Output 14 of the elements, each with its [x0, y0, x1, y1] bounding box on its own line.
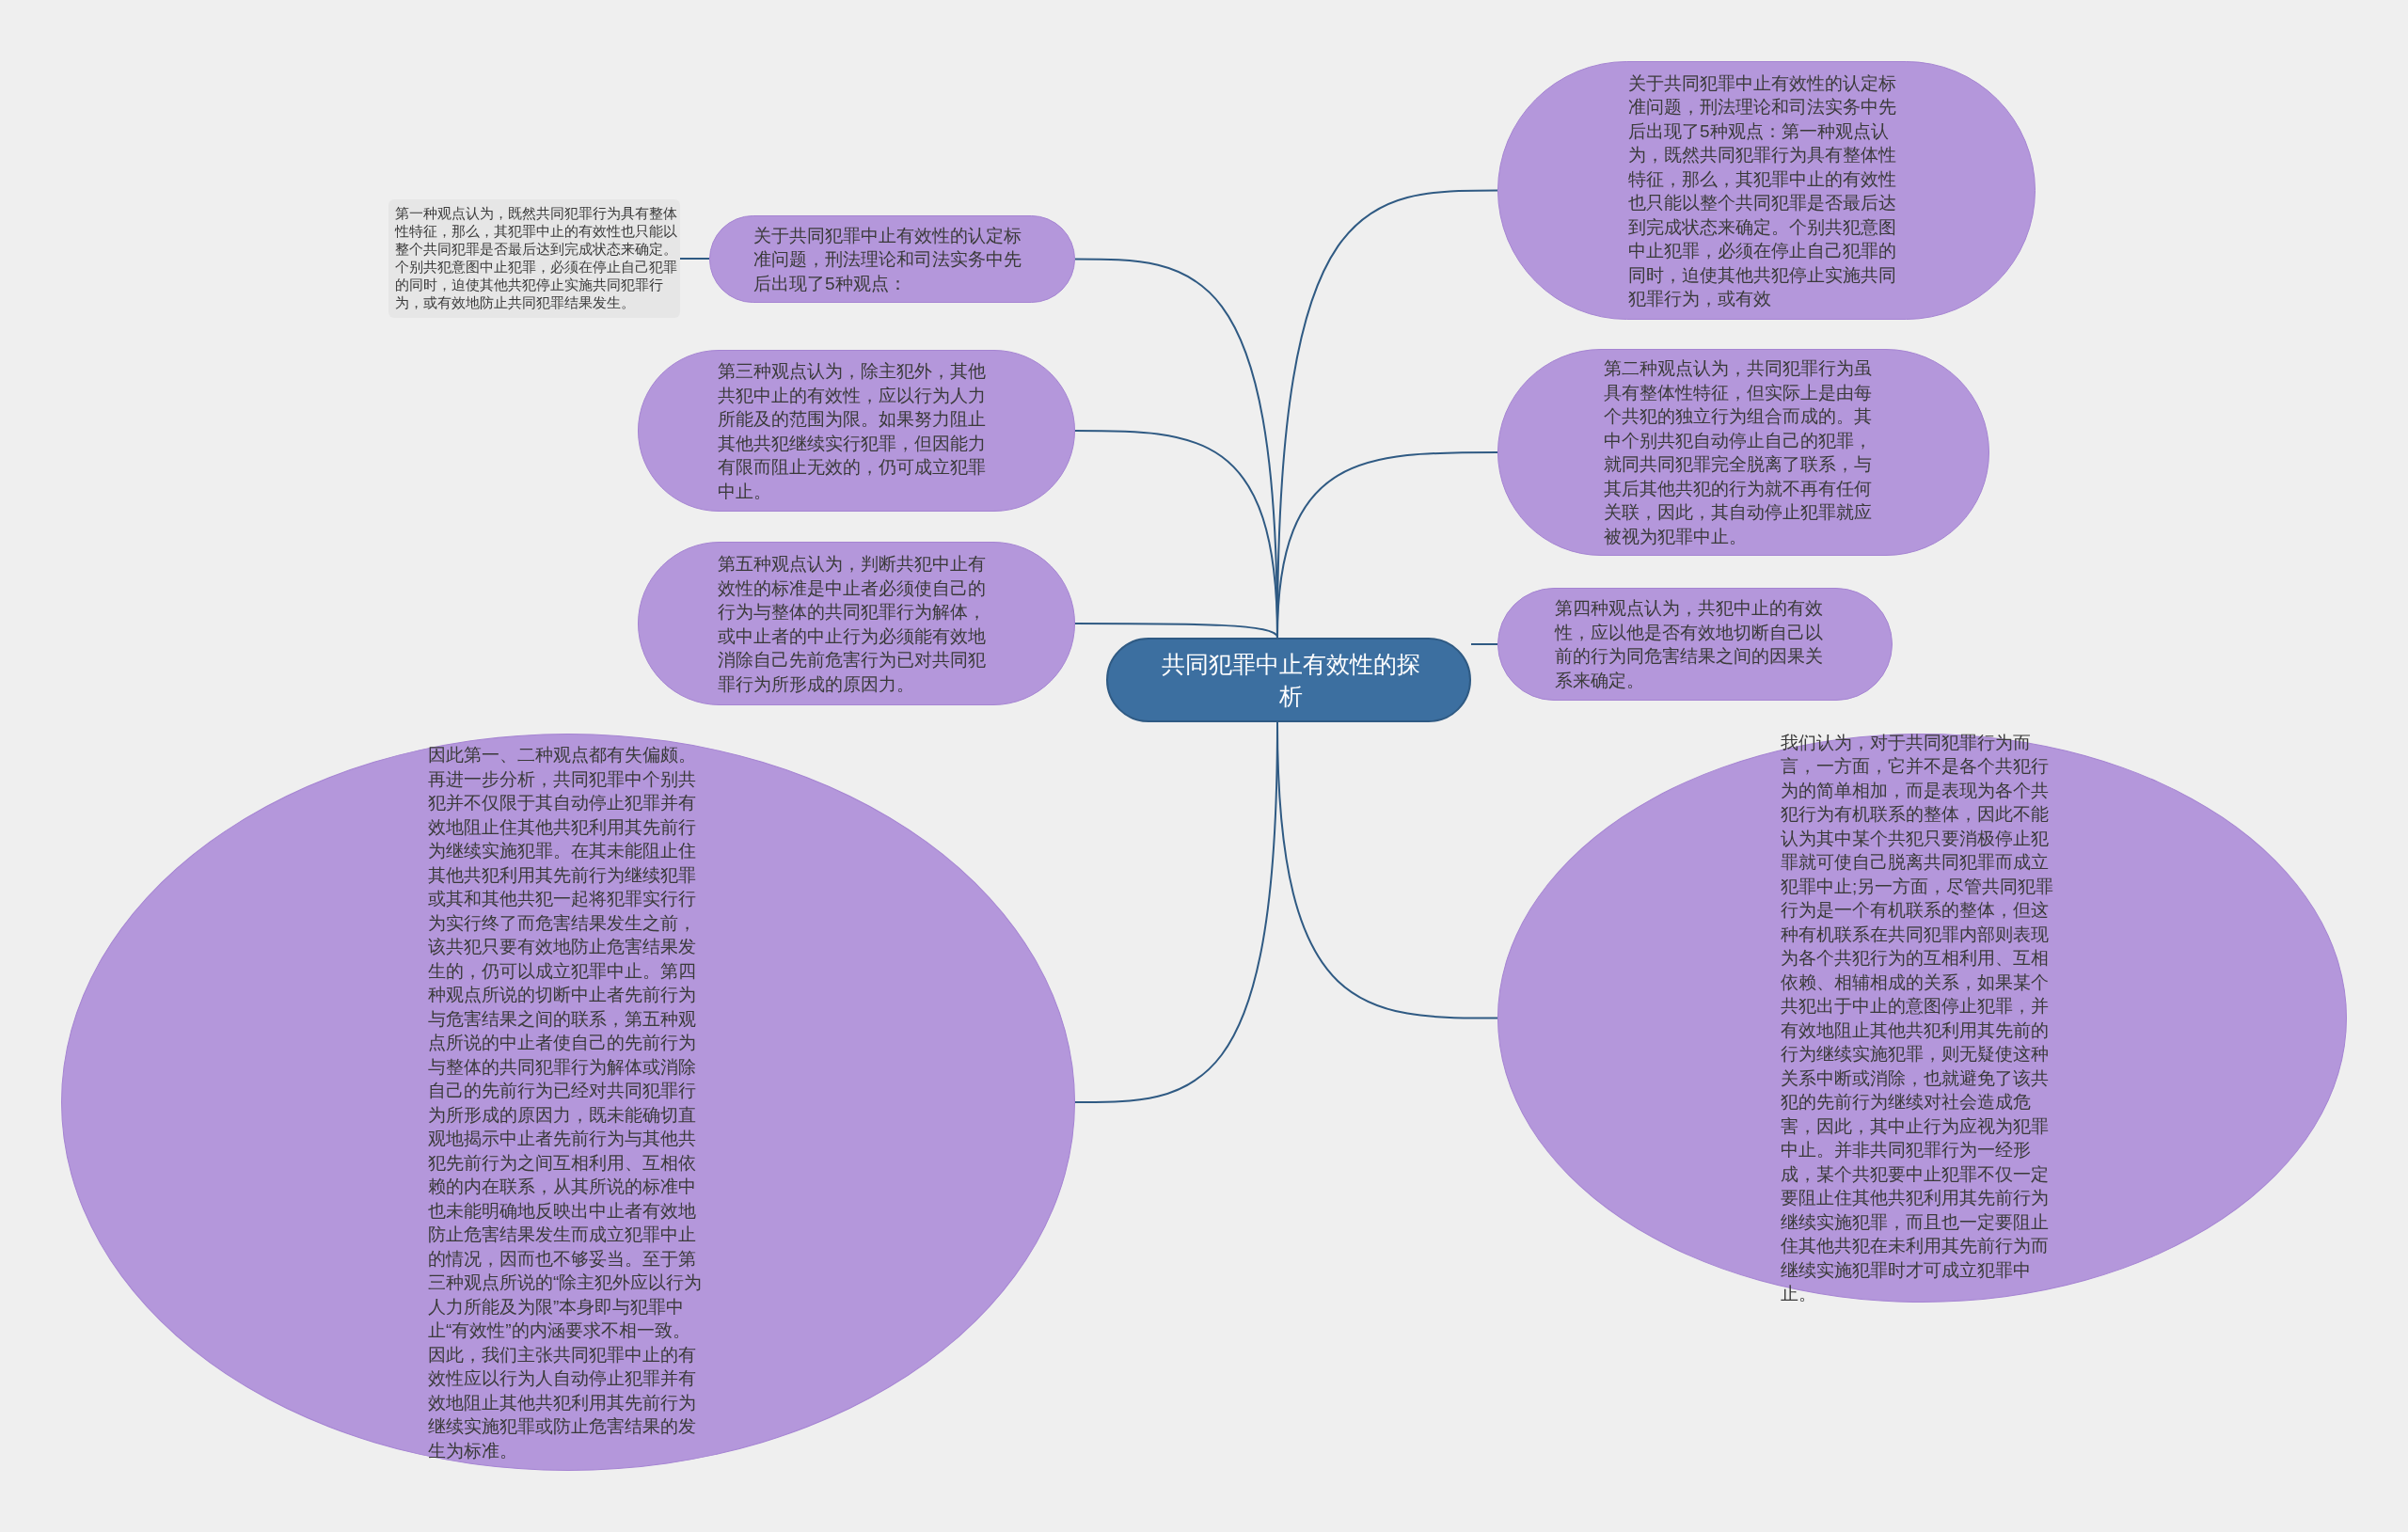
- topic-text: 第四种观点认为，共犯中止的有效性，应以他是否有效地切断自己以前的行为同危害结果之间的因果关系来确定。: [1555, 597, 1824, 692]
- topic-text: 第一种观点认为，既然共同犯罪行为具有整体性特征，那么，其犯罪中止的有效性也只能以整个共同犯罪是否最后达到完成状态来确定。个别共犯意图中止犯罪，必须在停止自己犯罪的同时，迫使其他共犯停止实施共同犯罪行为，或有效地防止共同犯罪结果发生。: [395, 205, 677, 312]
- topic-title: 共同犯罪中止有效性的探析: [1161, 650, 1421, 711]
- topic-text: 第二种观点认为，共同犯罪行为虽具有整体性特征，但实际上是由每个共犯的独立行为组合而成的。其中个别共犯自动停止自己的犯罪，就同共同犯罪完全脱离了联系，与其后其他共犯的行为就不再有任何关联，因此，其自动停止犯罪就应被视为犯罪中止。: [1604, 357, 1873, 548]
- topic-text: 关于共同犯罪中止有效性的认定标准问题，刑法理论和司法实务中先后出现了5种观点：: [753, 224, 1022, 295]
- topic-text: 因此第一、二种观点都有失偏颇。再进一步分析，共同犯罪中个别共犯并不仅限于其自动停止犯罪并有效地阻止住其他共犯利用其先前行为继续实施犯罪。在其未能阻止住其他共犯利用其先前行为继续犯罪或其和其他共犯一起将犯罪实行行为实行终了而危害结果发生之前，该共犯只要有效地防止危害结果发生的，仍可以成立犯罪中止。第四种观点所说的切断中止者先前行为与危害结果之间的联系，第五种观点所说的中止者使自己的先前行为与整体的共同犯罪行为解体或消除自己的先前行为已经对共同犯罪行为所形成的原因力，既未能确切直观地揭示中止者先前行为与其他共犯先前行为之间互相利用、互相依赖的内在联系，从其所说的标准中也未能明确地反映出中止者有效地防止危害结果发生而成立犯罪中止的情况，因而也不够妥当。至于第三种观点所说的“除主犯外应以行为人力所能及为限”本身即与犯罪中止“有效性”的内涵要求不相一致。因此，我们主张共同犯罪中止的有效性应以行为人自动停止犯罪并有效地阻止其他共犯利用其先前行为继续实施犯罪或防止危害结果的发生为标准。: [428, 743, 703, 1461]
- connector-line: [1276, 451, 1498, 639]
- topic-text: 关于共同犯罪中止有效性的认定标准问题，刑法理论和司法实务中先后出现了5种观点：第一种观点认为，既然共同犯罪行为具有整体性特征，那么，其犯罪中止的有效性也只能以整个共同犯罪是否最后达到完成状态来确定。个别共犯意图中止犯罪，必须在停止自己犯罪的同时，迫使其他共犯停止实施共同犯罪行为，或有效: [1628, 71, 1897, 310]
- topic-text: 我们认为，对于共同犯罪行为而言，一方面，它并不是各个共犯行为的简单相加，而是表现为各个共犯行为有机联系的整体，因此不能认为其中某个共犯只要消极停止犯罪就可使自己脱离共同犯罪而成立犯罪中止;另一方面，尽管共同犯罪行为是一个有机联系的整体，但这种有机联系在共同犯罪内部则表现为各个共犯行为的互相利用、互相依赖、相辅相成的关系，如果某个共犯出于中止的意图停止犯罪，并有效地阻止其他共犯利用其先前的行为继续实施犯罪，则无疑使这种关系中断或消除，也就避免了该共犯的先前行为继续对社会造成危害，因此，其中止行为应视为犯罪中止。并非共同犯罪行为一经形成，某个共犯要中止犯罪不仅一定要阻止住其他共犯利用其先前行为继续实施犯罪，而且也一定要阻止住其他共犯在未利用其先前行为而继续实施犯罪时才可成立犯罪中止。: [1781, 731, 2055, 1305]
- topic-text: 第五种观点认为，判断共犯中止有效性的标准是中止者必须使自己的行为与整体的共同犯罪行为解体，或中止者的中止行为必须能有效地消除自己先前危害行为已对共同犯罪行为所形成的原因力。: [718, 552, 987, 695]
- connector-line: [1470, 643, 1498, 645]
- connector-line: [679, 258, 710, 260]
- topic-text: 第三种观点认为，除主犯外，其他共犯中止的有效性，应以行为人力所能及的范围为限。如果努力阻止其他共犯继续实行犯罪，但因能力有限而阻止无效的，仍可成立犯罪中止。: [718, 359, 987, 502]
- connector-line: [1074, 623, 1278, 639]
